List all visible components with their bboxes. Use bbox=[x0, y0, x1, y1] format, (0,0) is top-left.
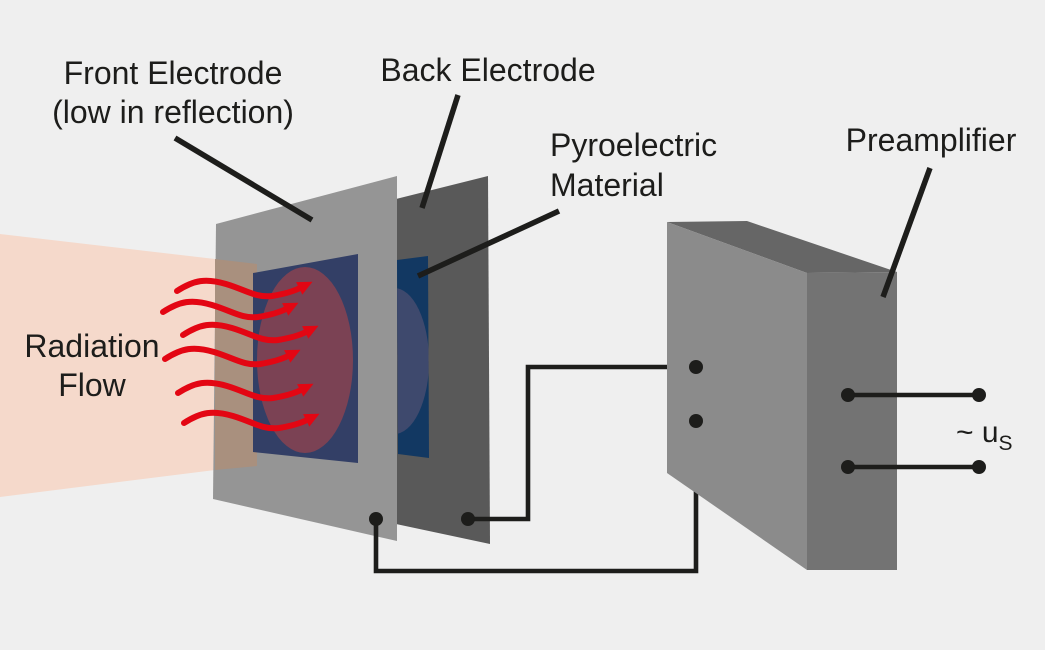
preamp-top-face bbox=[667, 221, 897, 273]
heated-spot-back bbox=[397, 288, 429, 434]
radiation-arrows bbox=[160, 277, 320, 432]
radiation-arrow-2 bbox=[160, 298, 299, 321]
radiation-flow-label-line1: Radiation bbox=[24, 328, 159, 364]
back-electrode-wire bbox=[468, 364, 696, 522]
signal-wires bbox=[369, 364, 699, 574]
back-electrode-label: Back Electrode bbox=[380, 52, 595, 88]
radiation-flow-label-line2: Flow bbox=[58, 367, 126, 403]
leader-lines bbox=[173, 94, 933, 298]
preamp-input-dot-top bbox=[689, 360, 703, 374]
labels: Front Electrode (low in reflection) Back… bbox=[24, 52, 1016, 455]
front-electrode-wire bbox=[373, 421, 699, 574]
output-dot-left-top bbox=[841, 388, 855, 402]
preamp-side-face bbox=[807, 272, 897, 570]
front-electrode-label-line1: Front Electrode bbox=[64, 55, 283, 91]
output-voltage-label: ~ uS bbox=[956, 416, 1013, 455]
radiation-arrow-1 bbox=[174, 277, 313, 300]
pyroelectric-label-line2: Material bbox=[550, 167, 664, 203]
preamplifier-label: Preamplifier bbox=[846, 122, 1017, 158]
pyroelectric-label-line1: Pyroelectric bbox=[550, 127, 717, 163]
output-dot-right-bottom bbox=[972, 460, 986, 474]
radiation-arrow-3 bbox=[180, 321, 319, 344]
preamp-input-dot-bottom bbox=[689, 414, 703, 428]
front-electrode-terminal-dot bbox=[369, 512, 383, 526]
output-voltage-subscript: S bbox=[999, 432, 1013, 455]
radiation-arrow-5 bbox=[175, 379, 314, 402]
back-electrode-leader-line bbox=[419, 94, 461, 209]
preamplifier-leader-line bbox=[880, 167, 933, 298]
preamplifier-box bbox=[667, 221, 986, 570]
front-electrode-label-line2: (low in reflection) bbox=[52, 94, 294, 130]
radiation-arrow-4 bbox=[162, 345, 301, 368]
pyroelectric-leader-line bbox=[416, 208, 561, 279]
radiation-beam bbox=[0, 234, 215, 497]
output-dot-right-top bbox=[972, 388, 986, 402]
output-voltage-symbol: ~ u bbox=[956, 416, 999, 449]
back-electrode-terminal-dot bbox=[461, 512, 475, 526]
front-electrode-leader-line bbox=[173, 135, 314, 223]
radiation-arrow-6 bbox=[181, 409, 320, 432]
output-dot-left-bottom bbox=[841, 460, 855, 474]
preamp-front-face bbox=[667, 222, 807, 570]
